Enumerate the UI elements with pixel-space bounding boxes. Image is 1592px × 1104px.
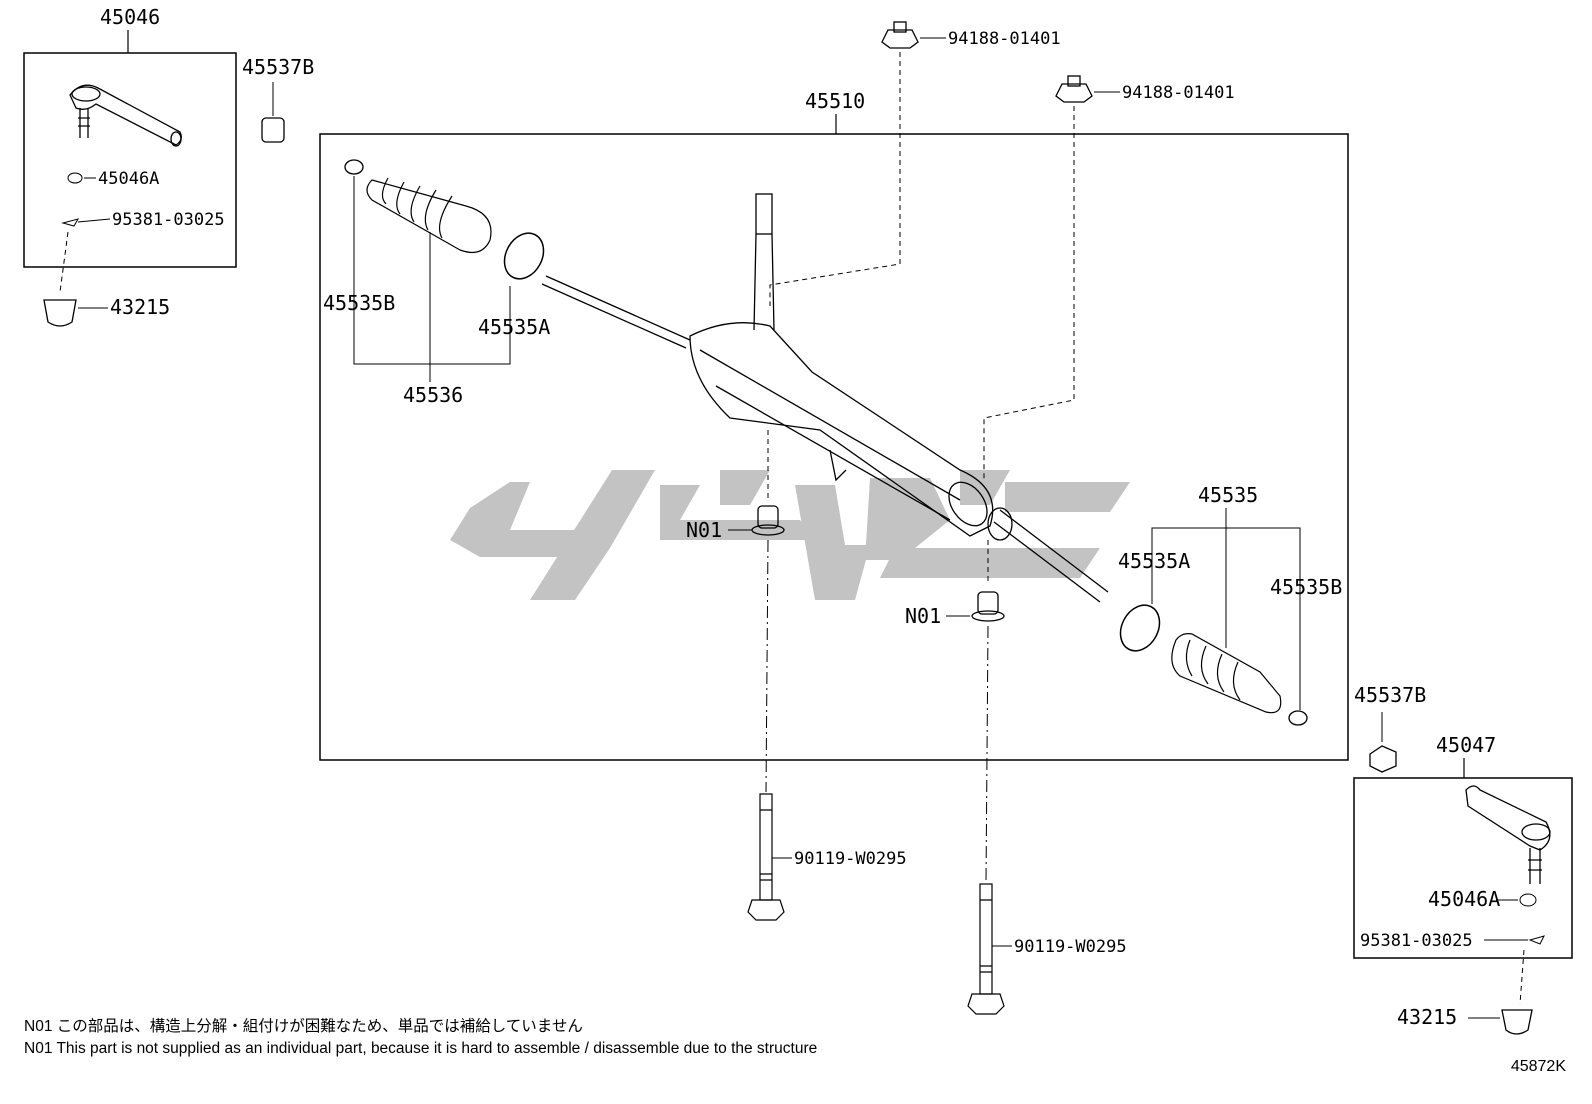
callout-nut-2: 94188-01401 [1122,83,1235,103]
callout-boot-clamp-nut-l: 45537B [242,55,314,79]
callout-bushing-2: N01 [905,604,941,628]
callout-boot-kit-r: 45535 [1198,483,1258,507]
callout-tie-end-lh: 45046 [100,5,160,29]
tie-end-lh-frame [23,52,237,268]
callout-cotter-l: 95381-03025 [112,210,225,230]
steering-rack-part [541,193,1109,603]
nut-2-icon [1055,75,1093,103]
nut-1-icon [881,21,919,49]
clamp-large-r-icon [1119,604,1161,652]
cap-l-icon [67,172,83,184]
tie-end-rh-part [1465,785,1551,884]
boot-r-icon [1501,1009,1533,1035]
cotter-pin-l-icon [61,218,80,227]
callout-cotter-r: 95381-03025 [1360,931,1473,951]
bolt-1-icon [747,793,785,921]
callout-clamp-small-r: 45535B [1270,575,1342,599]
nut-l-icon [261,117,285,143]
boot-kit-r-part [1171,633,1282,714]
clamp-small-r-icon [1288,710,1308,726]
cotter-pin-r-icon [1528,935,1545,945]
assembly-frame [319,133,1349,761]
callout-cap-r: 45046A [1428,887,1500,911]
callout-nut-1: 94188-01401 [948,29,1061,49]
assembly-label: 45510 [805,89,865,113]
watermark-logo [450,470,1130,600]
callout-bushing-1: N01 [686,518,722,542]
cap-r-icon [1519,893,1537,907]
callout-boot-l: 43215 [110,295,170,319]
callout-cap-l: 45046A [98,169,159,189]
callout-clamp-large-r: 45535A [1118,549,1190,573]
catalog-code: 45872K [1510,1058,1566,1075]
callout-tie-end-rh: 45047 [1436,733,1496,757]
tie-end-lh-part [69,84,182,147]
callout-clamp-small-l: 45535B [323,291,395,315]
callout-boot-clamp-nut-r: 45537B [1354,683,1426,707]
boot-kit-l-part [366,177,492,253]
callout-boot-r: 43215 [1397,1005,1457,1029]
bushing-2-icon [971,591,1005,622]
callout-bolt-2: 90119-W0295 [1014,937,1127,957]
footnote-jp: N01 この部品は、構造上分解・組付けが困難なため、単品では補給していません [24,1018,583,1035]
bolt-2-icon [967,883,1005,1015]
callout-clamp-large-l: 45535A [478,315,550,339]
nut-r-icon [1369,745,1397,773]
callout-bolt-1: 90119-W0295 [794,849,907,869]
clamp-small-l-icon [344,159,364,175]
callout-boot-kit-l: 45536 [403,383,463,407]
boot-l-icon [43,299,77,327]
tie-end-rh-frame [1353,777,1573,959]
clamp-large-l-icon [503,232,545,280]
footnote-en: N01 This part is not supplied as an indi… [24,1040,818,1057]
